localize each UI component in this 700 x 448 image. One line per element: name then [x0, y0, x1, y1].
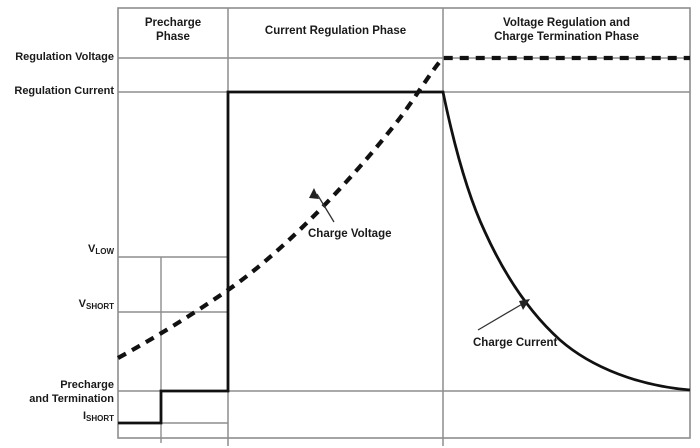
axis-label-regulation-voltage-text: Regulation Voltage	[15, 51, 114, 63]
charge-voltage-curve	[116, 55, 690, 360]
charge-current-curve	[118, 90, 691, 425]
axis-label-i-short-text: I	[82, 410, 86, 422]
axis-label-v-short: VSHORT	[79, 298, 114, 311]
axis-label-v-short-subscript: SHORT	[86, 302, 114, 311]
phase-header-voltage-regulation-line2: Charge Termination Phase	[494, 31, 639, 43]
phase-header-current-regulation-line1: Current Regulation Phase	[264, 25, 407, 37]
phase-header-precharge-line2: Phase	[156, 31, 190, 43]
charge-voltage-arrow	[309, 188, 335, 223]
annotation-charge-voltage: Charge Voltage	[308, 228, 392, 240]
axis-label-v-low-text: V	[87, 243, 96, 255]
axis-label-v-short-text: V	[78, 298, 86, 310]
phase-header-precharge: Precharge Phase	[118, 16, 228, 44]
axis-label-i-short: ISHORT	[83, 410, 114, 423]
axis-label-v-low-subscript: LOW	[95, 247, 114, 256]
phase-header-current-regulation: Current Regulation Phase	[228, 24, 443, 38]
phase-header-voltage-regulation-line1: Voltage Regulation and	[503, 17, 630, 29]
axis-label-regulation-voltage: Regulation Voltage	[15, 51, 114, 64]
axis-label-i-short-subscript: SHORT	[86, 414, 114, 423]
phase-header-voltage-regulation: Voltage Regulation and Charge Terminatio…	[443, 16, 690, 44]
axis-label-regulation-current: Regulation Current	[14, 85, 114, 98]
axis-label-v-low: VLOW	[88, 243, 114, 256]
charge-current-arrow	[477, 299, 530, 331]
phase-header-precharge-line1: Precharge	[144, 17, 202, 29]
annotation-charge-current: Charge Current	[473, 337, 558, 349]
plot-frame	[117, 7, 691, 439]
axis-label-regulation-current-text: Regulation Current	[14, 85, 114, 97]
